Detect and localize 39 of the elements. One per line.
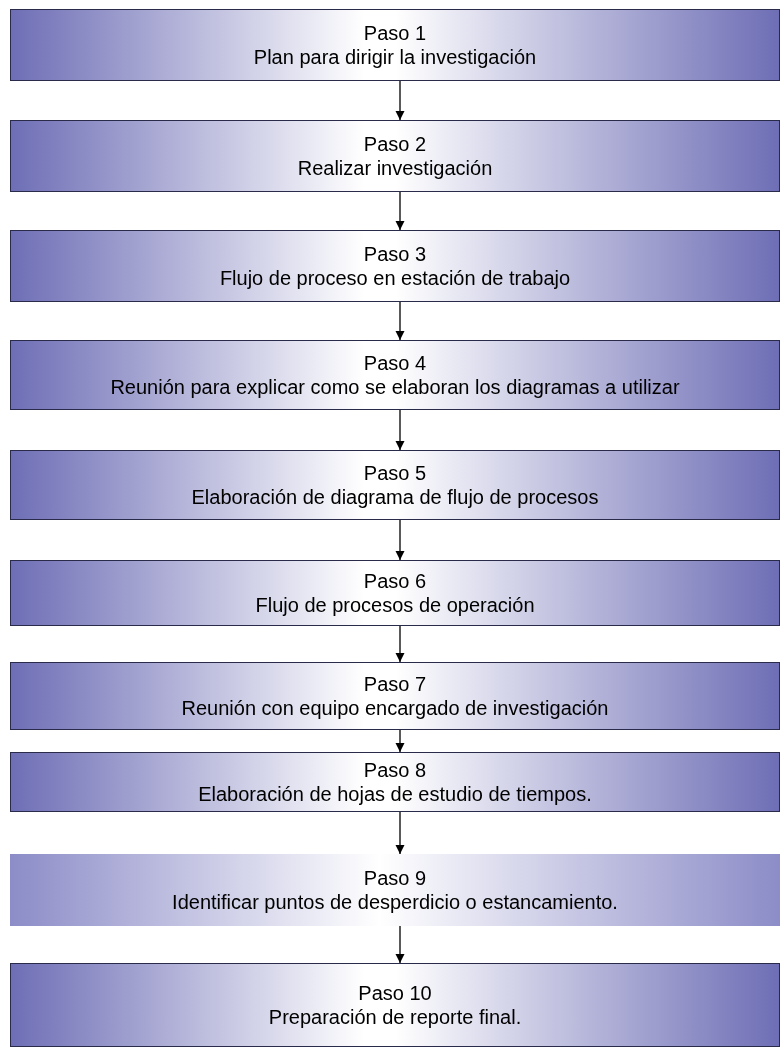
step-number: Paso 5: [363, 461, 427, 485]
step-description: Flujo de proceso en estación de trabajo: [219, 266, 571, 290]
step-number: Paso 7: [363, 672, 427, 696]
arrow: [395, 409, 405, 451]
step-number: Paso 2: [363, 132, 427, 156]
process-box: [10, 230, 780, 302]
arrow: [395, 811, 405, 855]
step-description: Elaboración de diagrama de flujo de procesos: [191, 485, 599, 509]
step-description: Flujo de procesos de operación: [255, 593, 535, 617]
arrow: [395, 925, 405, 964]
step-number: Paso 3: [363, 242, 427, 266]
process-box: [10, 340, 780, 410]
process-box: [10, 752, 780, 812]
step-description: Realizar investigación: [297, 156, 493, 180]
step-number: Paso 10: [358, 981, 432, 1005]
process-box: [10, 963, 780, 1047]
step-number: Paso 1: [363, 21, 427, 45]
arrow: [395, 625, 405, 663]
process-box: [10, 560, 780, 626]
step-description: Plan para dirigir la investigación: [253, 45, 537, 69]
step-description: Reunión con equipo encargado de investigación: [181, 696, 609, 720]
arrow: [395, 191, 405, 231]
process-box: [10, 9, 780, 81]
arrow: [395, 729, 405, 753]
arrow: [395, 519, 405, 561]
step-number: Paso 9: [363, 866, 427, 890]
step-description: Elaboración de hojas de estudio de tiempos.: [198, 782, 592, 806]
step-number: Paso 6: [363, 569, 427, 593]
process-box: [10, 854, 780, 926]
process-box: [10, 662, 780, 730]
step-number: Paso 4: [363, 351, 427, 375]
step-description: Preparación de reporte final.: [268, 1005, 522, 1029]
process-box: [10, 450, 780, 520]
arrow: [395, 301, 405, 341]
arrow: [395, 80, 405, 121]
step-description: Identificar puntos de desperdicio o estancamiento.: [172, 890, 618, 914]
step-number: Paso 8: [363, 758, 427, 782]
process-box: [10, 120, 780, 192]
step-description: Reunión para explicar como se elaboran los diagramas a utilizar: [110, 375, 680, 399]
